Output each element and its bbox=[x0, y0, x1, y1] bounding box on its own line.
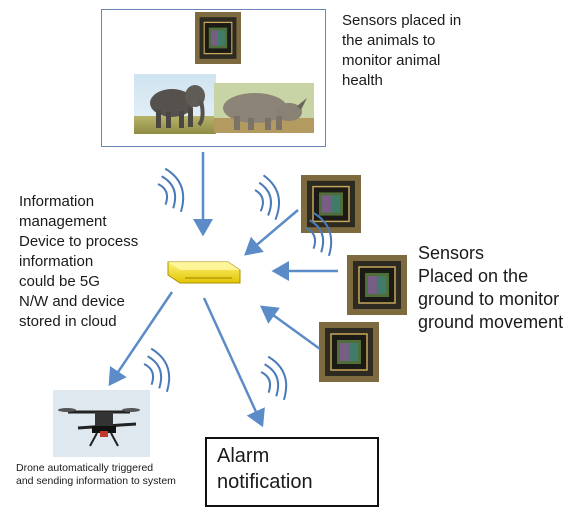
wireless-signal-icon bbox=[138, 344, 177, 397]
arrow-sensor1-to-gateway bbox=[244, 209, 299, 256]
drone-photo bbox=[53, 390, 150, 457]
wireless-signal-icon bbox=[255, 352, 294, 405]
sensor-chip-icon bbox=[346, 254, 408, 316]
drone-label: Drone automatically triggered and sendin… bbox=[16, 462, 176, 487]
sensor-chip-icon bbox=[194, 11, 242, 65]
alarm-notification-label: Alarm notification bbox=[217, 445, 313, 493]
arrow-sensor3-to-gateway bbox=[259, 305, 321, 351]
arrow-gateway-to-alarm bbox=[202, 297, 265, 428]
animal-sensors-label: Sensors placed in the animals to monitor… bbox=[342, 12, 462, 89]
elephant-photo bbox=[134, 74, 216, 134]
sensor-chip-icon bbox=[300, 174, 362, 234]
animal-sensor-frame bbox=[101, 9, 326, 147]
sensor-chip-icon bbox=[318, 321, 380, 383]
ground-sensors-label: Sensors Placed on the ground to monitor … bbox=[418, 243, 564, 332]
wireless-signal-icon bbox=[152, 164, 191, 217]
gateway-device-icon bbox=[167, 261, 241, 284]
wireless-signal-icon bbox=[250, 171, 286, 224]
info-management-label: Information management Device to process… bbox=[19, 193, 139, 330]
rhino-photo bbox=[214, 83, 314, 133]
arrow-gateway-to-drone bbox=[108, 291, 174, 387]
